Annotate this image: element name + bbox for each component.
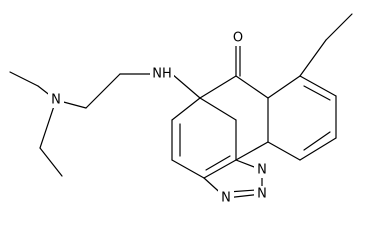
triazole-n2-bg (254, 186, 270, 202)
central-ring-bonds (199, 45, 269, 161)
skeletal-formula: N NH O N N N (9, 13, 353, 206)
triazole-n3-bg (218, 190, 234, 206)
nh-bg (150, 66, 174, 82)
triazole-n3-label: N (221, 191, 231, 206)
oxygen-bg (229, 30, 247, 46)
oxygen-label: O (233, 31, 243, 46)
amine-n-bg (48, 92, 64, 108)
triazole-n1-bg (254, 162, 270, 178)
molecule-drawing: N NH O N N N (9, 13, 353, 206)
triazole-n2-label: N (257, 187, 267, 202)
amine-nitrogen-label: N (51, 93, 61, 108)
left-ring-bonds (171, 73, 237, 179)
side-chain-bonds (9, 71, 173, 177)
right-ring-bonds (267, 13, 353, 161)
nh-label: NH (152, 67, 172, 82)
triazole-n1-label: N (257, 163, 267, 178)
